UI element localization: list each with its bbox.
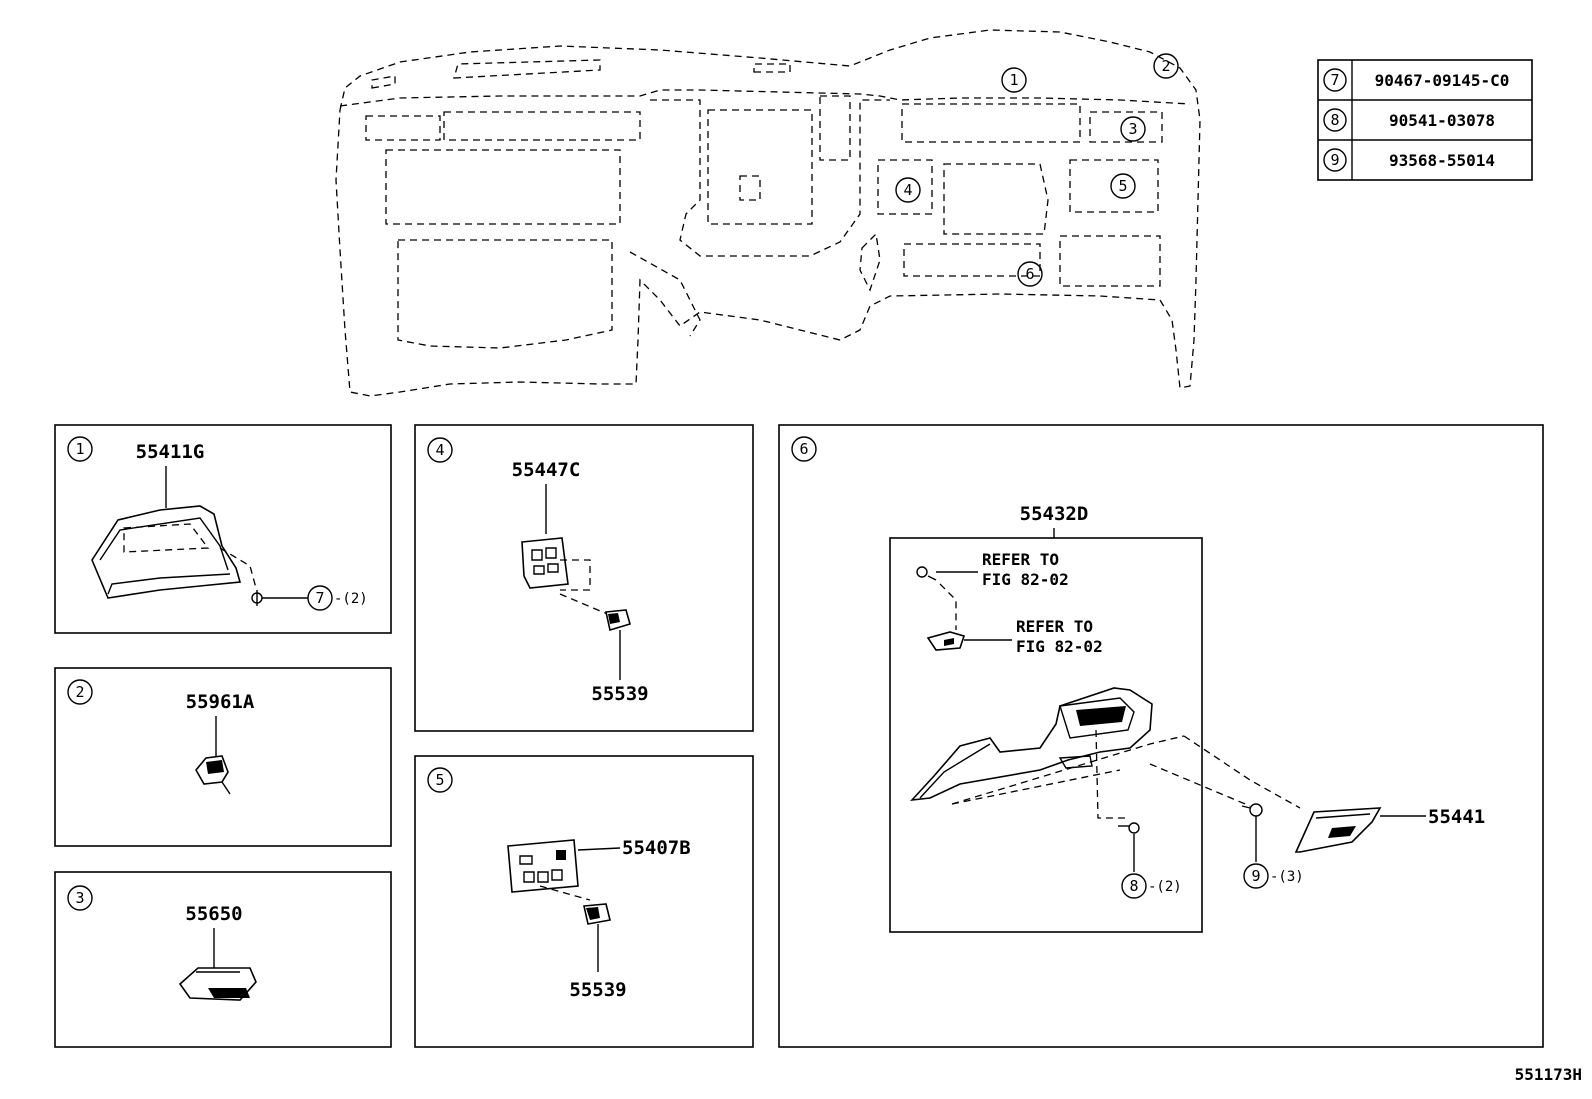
- svg-text:-(3): -(3): [1270, 869, 1304, 885]
- overview-callout-2: 2: [1153, 53, 1179, 79]
- svg-text:1: 1: [75, 440, 84, 458]
- svg-text:-(2): -(2): [1148, 879, 1182, 895]
- legend-row: 8 90541-03078: [1323, 108, 1495, 132]
- svg-text:8: 8: [1330, 111, 1339, 129]
- svg-text:55432D: 55432D: [1020, 503, 1089, 525]
- svg-text:6: 6: [799, 440, 808, 458]
- panel-4-switch: 4 55447C 55539: [414, 424, 754, 732]
- svg-text:93568-55014: 93568-55014: [1389, 151, 1495, 170]
- overview-callout-5: 5: [1110, 173, 1136, 199]
- svg-text:3: 3: [75, 889, 84, 907]
- legend-row: 7 90467-09145-C0: [1323, 68, 1510, 92]
- svg-text:2: 2: [1161, 57, 1170, 75]
- svg-text:REFER TO: REFER TO: [1016, 617, 1093, 636]
- svg-text:5: 5: [1118, 177, 1127, 195]
- panel-5-switch: 5 55407B 55539: [414, 755, 754, 1048]
- svg-text:9: 9: [1251, 867, 1260, 885]
- panel-6-glove-box-assembly: 6 55432D REFER TO FIG 82-02 REFER TO FIG…: [778, 424, 1544, 1048]
- overview-callout-4: 4: [895, 177, 921, 203]
- svg-text:4: 4: [435, 441, 444, 459]
- svg-text:REFER TO: REFER TO: [982, 550, 1059, 569]
- svg-text:55407B: 55407B: [622, 837, 691, 859]
- svg-text:9: 9: [1330, 151, 1339, 169]
- overview-callout-1: 1: [1001, 67, 1027, 93]
- figure-code: 551173H: [1515, 1065, 1582, 1084]
- panel-1-cluster-finish: 1 55411G 7 -(2): [54, 424, 392, 634]
- svg-text:90467-09145-C0: 90467-09145-C0: [1375, 71, 1510, 90]
- svg-text:1: 1: [1009, 71, 1018, 89]
- svg-text:55411G: 55411G: [136, 441, 205, 463]
- panel-3-vent: 3 55650: [54, 871, 392, 1048]
- svg-text:55539: 55539: [591, 683, 648, 705]
- legend-table: 7 90467-09145-C0 8 90541-03078 9 93568-5…: [1317, 59, 1533, 181]
- overview-callout-6: 6: [1017, 261, 1043, 287]
- svg-text:55539: 55539: [569, 979, 626, 1001]
- dashboard-overview: [335, 29, 1201, 397]
- svg-text:7: 7: [1330, 71, 1339, 89]
- svg-text:90541-03078: 90541-03078: [1389, 111, 1495, 130]
- svg-text:FIG 82-02: FIG 82-02: [982, 570, 1069, 589]
- svg-text:FIG 82-02: FIG 82-02: [1016, 637, 1103, 656]
- panel-2-clip: 2 55961A: [54, 667, 392, 847]
- svg-text:2: 2: [75, 683, 84, 701]
- svg-text:3: 3: [1128, 120, 1137, 138]
- svg-text:55961A: 55961A: [186, 691, 255, 713]
- svg-text:55650: 55650: [185, 903, 242, 925]
- svg-text:6: 6: [1025, 265, 1034, 283]
- svg-text:55441: 55441: [1428, 806, 1485, 828]
- overview-callout-3: 3: [1120, 116, 1146, 142]
- svg-text:5: 5: [435, 771, 444, 789]
- svg-text:55447C: 55447C: [512, 459, 581, 481]
- svg-text:8: 8: [1129, 877, 1138, 895]
- svg-text:4: 4: [903, 181, 912, 199]
- svg-text:7: 7: [315, 589, 324, 607]
- legend-row: 9 93568-55014: [1323, 148, 1495, 172]
- svg-text:-(2): -(2): [334, 591, 368, 607]
